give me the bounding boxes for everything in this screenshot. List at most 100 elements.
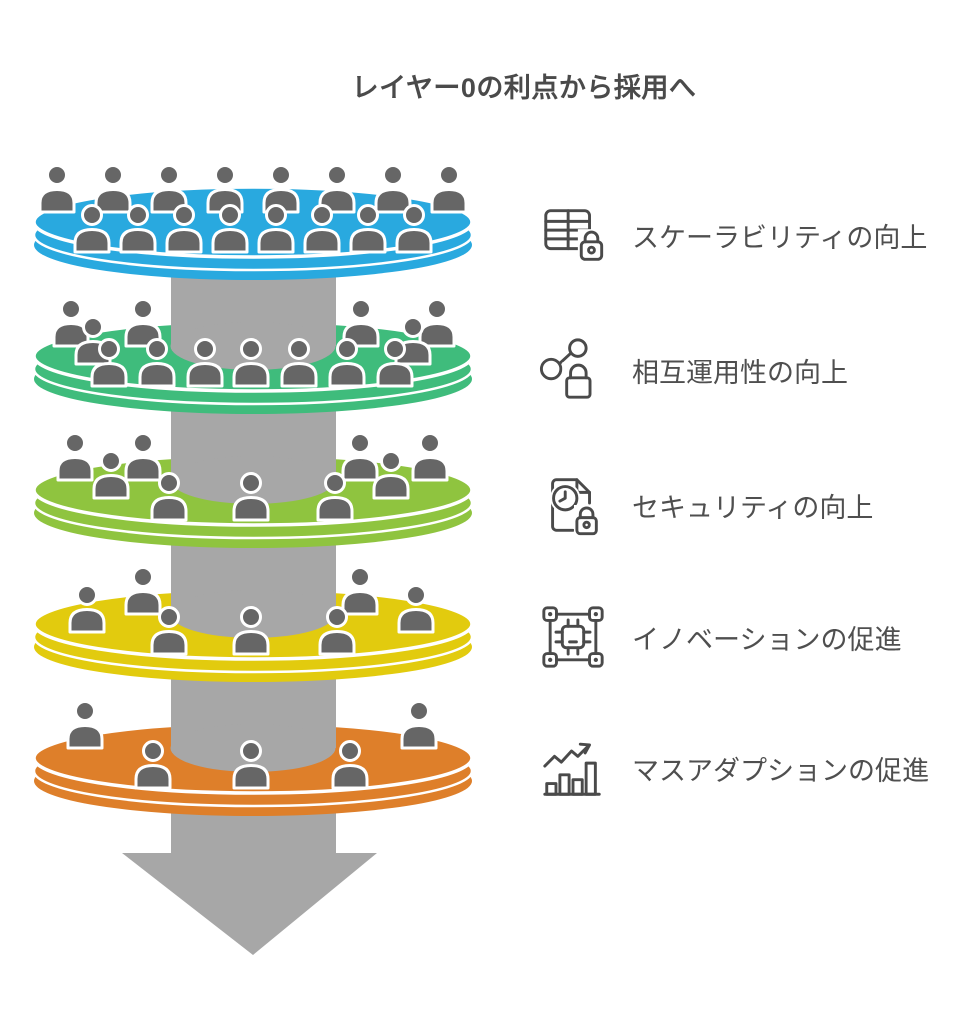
person-icon — [411, 456, 449, 482]
person-head — [240, 338, 262, 360]
person-head — [382, 164, 404, 186]
benefit-label: イノベーションの促進 — [632, 624, 902, 655]
benefit-label: セキュリティの向上 — [632, 492, 874, 523]
benefit-item-scalability: スケーラビリティの向上 — [538, 190, 927, 280]
person-icon — [90, 362, 128, 388]
network-lock-icon — [539, 338, 600, 400]
person-icon — [124, 590, 162, 616]
person-head — [240, 472, 262, 494]
growth-chart-icon — [543, 742, 601, 796]
person-icon — [66, 724, 104, 750]
person-head — [324, 472, 346, 494]
person-icon — [150, 496, 188, 522]
benefit-item-security: セキュリティの向上 — [538, 460, 873, 550]
funnel-layer-5 — [32, 682, 474, 816]
person-head — [76, 584, 98, 606]
person-head — [384, 338, 406, 360]
person-head — [265, 204, 287, 226]
person-head — [326, 164, 348, 186]
person-head — [336, 338, 358, 360]
person-head — [146, 338, 168, 360]
person-head — [408, 700, 430, 722]
funnel-layer-4 — [32, 548, 474, 682]
funnel-diagram — [32, 164, 474, 955]
person-head — [438, 164, 460, 186]
person-head — [142, 740, 164, 762]
benefit-label: 相互運用性の向上 — [632, 357, 848, 388]
person-head — [132, 298, 154, 320]
person-head — [194, 338, 216, 360]
person-icon — [232, 630, 270, 656]
person-head — [102, 164, 124, 186]
funnel-layer-1 — [32, 164, 474, 280]
person-head — [419, 432, 441, 454]
person-icon — [232, 496, 270, 522]
person-head — [339, 740, 361, 762]
person-head — [403, 204, 425, 226]
person-head — [158, 164, 180, 186]
benefit-label: スケーラビリティの向上 — [632, 222, 928, 253]
person-head — [100, 450, 122, 472]
funnel-layer-3 — [32, 414, 474, 548]
person-icon — [150, 630, 188, 656]
person-icon — [430, 188, 468, 214]
person-icon — [341, 590, 379, 616]
person-head — [132, 432, 154, 454]
person-head — [219, 204, 241, 226]
person-head — [158, 606, 180, 628]
person-icon — [94, 188, 132, 214]
person-icon — [303, 228, 341, 254]
person-head — [173, 204, 195, 226]
benefit-label: マスアダプションの促進 — [632, 755, 929, 786]
person-head — [81, 204, 103, 226]
person-icon — [134, 764, 172, 790]
person-icon — [232, 764, 270, 790]
person-head — [46, 164, 68, 186]
person-head — [240, 740, 262, 762]
person-head — [288, 338, 310, 360]
person-icon — [372, 474, 410, 500]
person-icon — [73, 228, 111, 254]
person-icon — [395, 228, 433, 254]
table-lock-icon — [544, 209, 608, 265]
benefit-item-interoperability: 相互運用性の向上 — [538, 325, 848, 415]
person-head — [426, 298, 448, 320]
person-head — [380, 450, 402, 472]
person-head — [60, 298, 82, 320]
person-icon — [257, 228, 295, 254]
person-icon — [318, 630, 356, 656]
person-icon — [397, 608, 435, 634]
person-head — [127, 204, 149, 226]
person-icon — [331, 764, 369, 790]
person-icon — [374, 188, 412, 214]
person-icon — [138, 362, 176, 388]
person-head — [326, 606, 348, 628]
person-icon — [328, 362, 366, 388]
funnel-layer-2 — [32, 280, 474, 414]
person-head — [82, 316, 104, 338]
page-title: レイヤー0の利点から採用へ — [351, 73, 697, 103]
benefit-item-innovation: イノベーションの促進 — [538, 592, 901, 682]
person-head — [98, 338, 120, 360]
person-head — [357, 204, 379, 226]
person-head — [402, 316, 424, 338]
person-icon — [349, 228, 387, 254]
person-icon — [56, 456, 94, 482]
person-head — [349, 566, 371, 588]
person-icon — [211, 228, 249, 254]
person-head — [240, 606, 262, 628]
person-head — [270, 164, 292, 186]
person-icon — [376, 362, 414, 388]
benefit-item-mass-adoption: マスアダプションの促進 — [538, 723, 929, 813]
person-head — [311, 204, 333, 226]
person-head — [64, 432, 86, 454]
person-icon — [92, 474, 130, 500]
person-icon — [280, 362, 318, 388]
person-icon — [232, 362, 270, 388]
person-icon — [38, 188, 76, 214]
person-icon — [119, 228, 157, 254]
person-icon — [186, 362, 224, 388]
person-icon — [165, 228, 203, 254]
document-clock-lock-icon — [550, 478, 605, 537]
